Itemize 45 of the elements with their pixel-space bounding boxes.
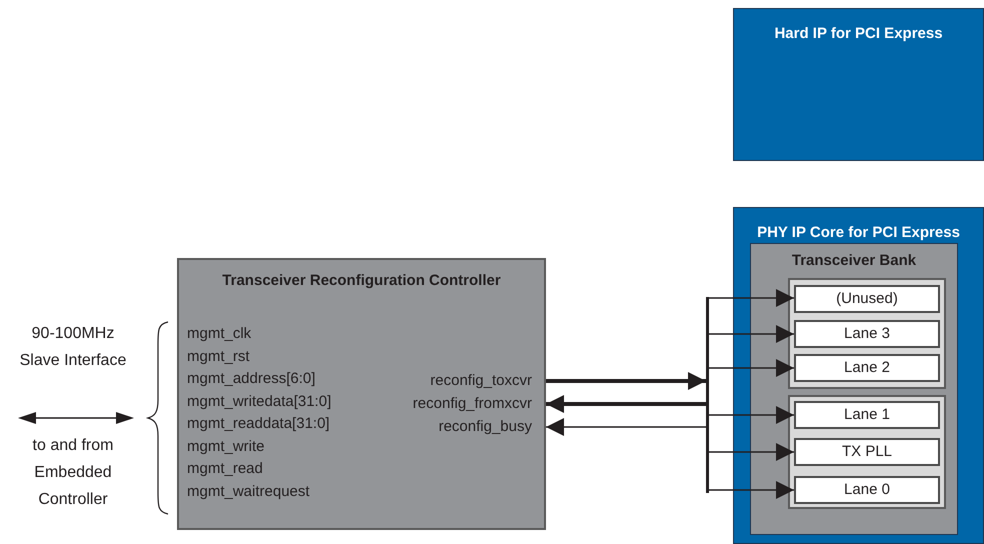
arrow [709, 359, 794, 377]
arrow [546, 395, 706, 413]
transceiver-bank-panel [750, 243, 958, 535]
lane-box [794, 401, 940, 429]
lane-label: (Unused) [835, 288, 899, 309]
lane-box [794, 285, 940, 313]
signal-name: mgmt_rst [187, 348, 250, 364]
lane-label: Lane 0 [843, 480, 891, 500]
lane-label: Lane 3 [843, 324, 891, 344]
arrow [709, 481, 794, 499]
phy-core-block [733, 207, 984, 544]
arrow [709, 443, 794, 461]
lane-box [794, 476, 940, 504]
signal-name: mgmt_readdata[31:0] [187, 416, 330, 431]
arrow [709, 289, 794, 307]
controller-block [177, 258, 546, 530]
arrow [546, 418, 706, 436]
ip-block [733, 8, 984, 161]
interface-note: 90-100MHz Slave Interface [18, 324, 128, 371]
block-title: Transceiver Bank [790, 251, 918, 271]
lane-box [794, 354, 940, 382]
signal-name: mgmt_clk [187, 326, 252, 341]
arrow [709, 325, 794, 343]
lane-box [794, 320, 940, 348]
block-title: Transceiver Reconfiguration Controller [221, 271, 502, 291]
signal-name: mgmt_address[6:0] [187, 371, 316, 386]
signal-name: mgmt_read [187, 461, 263, 476]
signal-name: reconfig_toxcvr [430, 373, 532, 388]
arrow [709, 406, 794, 424]
bus-line [706, 297, 709, 493]
block-title: PHY IP Core for PCI Express [756, 223, 961, 243]
block-title: Hard IP for PCI Express [773, 24, 944, 44]
lane-label: Lane 2 [843, 358, 891, 378]
signal-name: mgmt_waitrequest [187, 484, 310, 498]
lane-group-box [788, 395, 946, 509]
signal-name: mgmt_write [187, 438, 265, 454]
signal-name: reconfig_busy [438, 419, 532, 434]
signal-name: reconfig_fromxcvr [412, 396, 532, 411]
interface-note: to and from Embedded Controller [32, 436, 114, 510]
lane-label: TX PLL [840, 442, 894, 462]
lane-group-box [788, 278, 946, 389]
lane-label: Lane 1 [843, 404, 891, 425]
lane-box [794, 438, 940, 466]
arrow [546, 372, 706, 390]
signal-name: mgmt_writedata[31:0] [187, 394, 332, 408]
